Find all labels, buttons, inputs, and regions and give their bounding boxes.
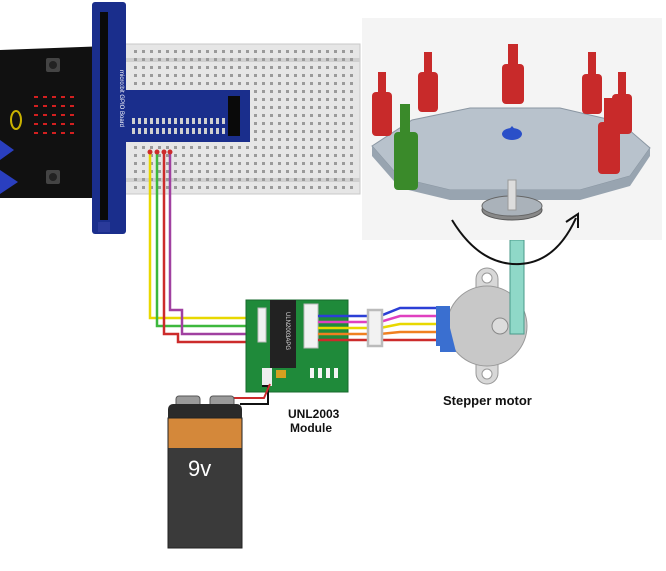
gpio-board-label: micro:bit GPIO Board: [118, 70, 124, 127]
microbit-board: [0, 46, 108, 198]
module-label-line2: Module: [290, 421, 332, 435]
bottle: [582, 52, 602, 114]
battery-9v: 9v: [167, 383, 271, 549]
motor-label: Stepper motor: [443, 393, 532, 408]
bottle: [372, 72, 392, 136]
driver-chip-label: ULN2003APG: [284, 312, 290, 350]
uln2003-module: ULN2003APG: [245, 299, 349, 393]
bottle: [394, 104, 418, 190]
curved-arrow-icon: [451, 212, 579, 266]
gpio-board: micro:bit GPIO Board: [92, 2, 250, 234]
gpio-wires: [147, 149, 262, 344]
bottle: [502, 44, 524, 104]
motor-wires: [318, 306, 438, 348]
led-row: [310, 368, 338, 378]
driver-chip: [270, 300, 296, 368]
battery-label: 9v: [188, 456, 211, 481]
module-label-line1: UNL2003: [288, 407, 340, 421]
bottle: [598, 98, 620, 174]
stepper-motor: [436, 239, 528, 385]
bottles: [372, 44, 632, 190]
bottle: [418, 52, 438, 112]
